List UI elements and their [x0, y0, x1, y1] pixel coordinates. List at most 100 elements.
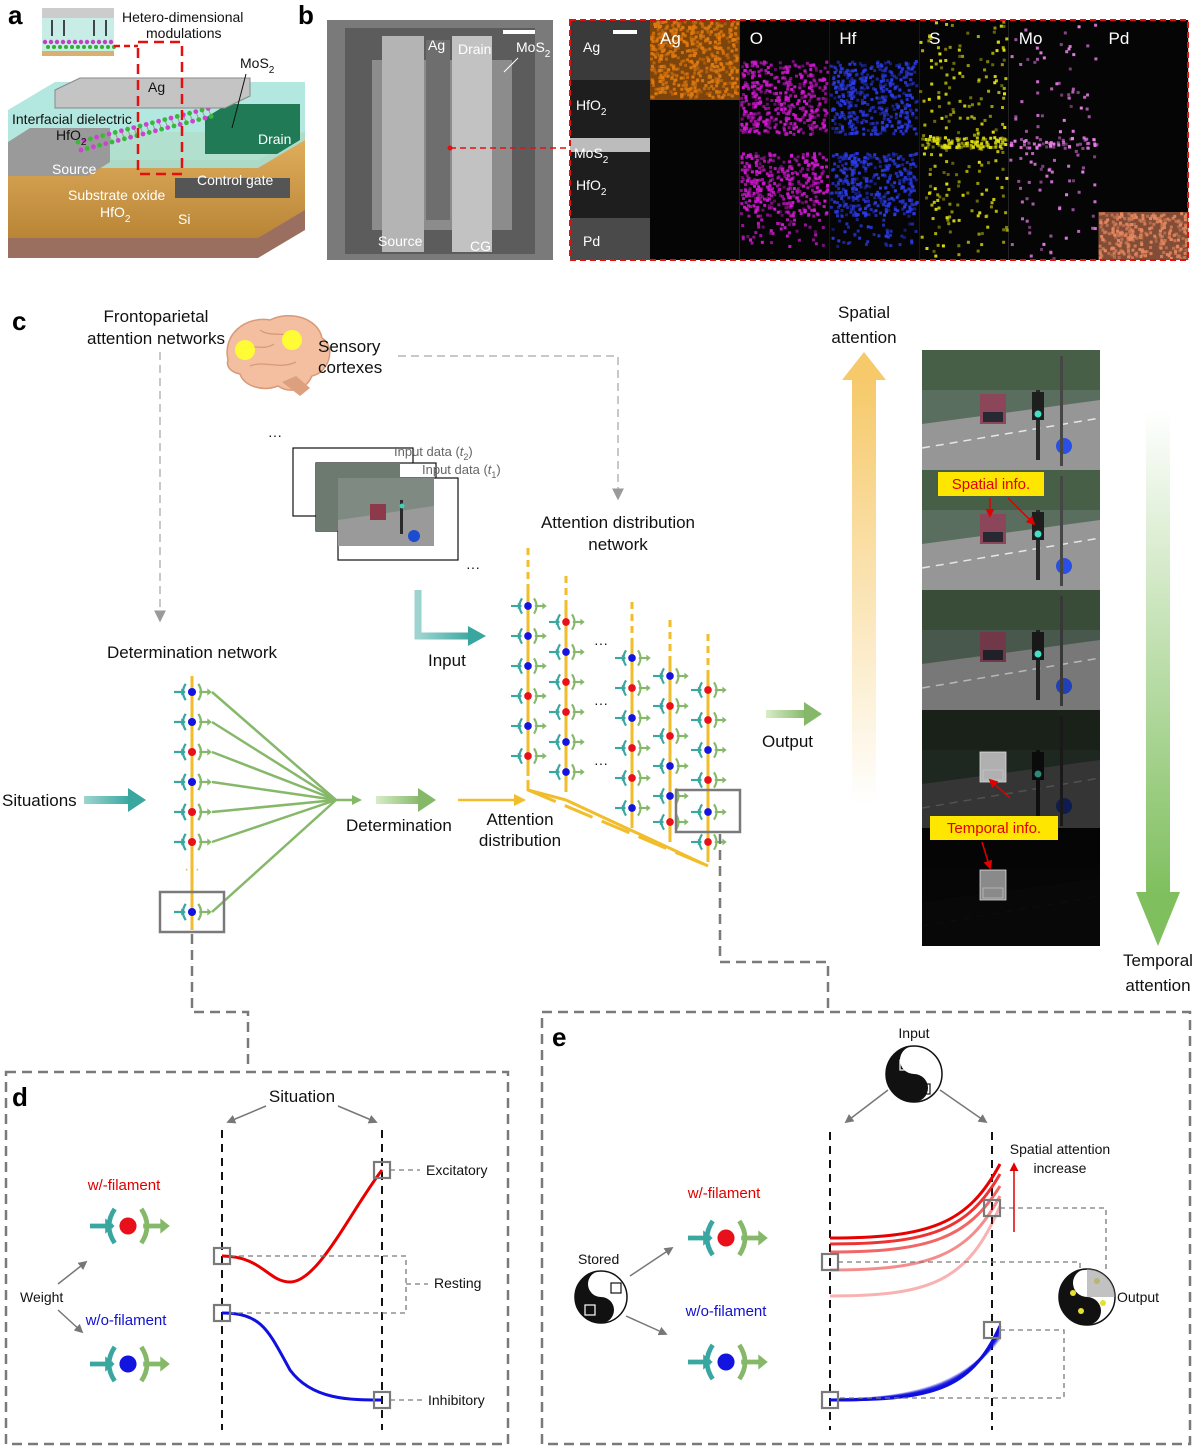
panel-d-frame: [4, 1070, 510, 1446]
attention-synapse: [615, 649, 651, 667]
sem-cg-label: CG: [470, 238, 491, 254]
ellipsis-frames-bottom: ···: [466, 559, 480, 575]
determination-ellipsis: ···: [184, 861, 200, 878]
mos2-label: MoS2: [240, 55, 275, 76]
panel-label-e: e: [552, 1022, 566, 1052]
attention-synapse: [691, 711, 727, 729]
panel-b: b Ag Drain MoS2 Source CG Ag HfO2 MoS2 H…: [298, 0, 1189, 261]
temporal-attention-arrow: [1146, 410, 1170, 896]
eds-label-ag: Ag: [660, 29, 681, 48]
determination-synapse: [174, 773, 212, 791]
attention-synapse: [511, 717, 547, 735]
hetero-label: Hetero-dimensional: [122, 9, 243, 25]
input-label: Input: [428, 651, 466, 670]
sensory-label-2: cortexes: [318, 358, 382, 377]
attention-synapse: [615, 769, 651, 787]
attention-synapse: [511, 627, 547, 645]
attention-synapse: [549, 703, 585, 721]
traffic-frame: [921, 590, 1101, 710]
eds-label-o: O: [750, 29, 763, 48]
sem-cg-strip: [452, 36, 492, 252]
sem-source-strip: [382, 36, 424, 252]
inset-arrows: [51, 20, 107, 36]
spatial-info-label: Spatial info.: [952, 476, 1030, 493]
determination-network-label: Determination network: [107, 643, 278, 662]
eds-label-hf: Hf: [839, 29, 856, 48]
attention-synapse: [615, 679, 651, 697]
attention-distribution-label-1: Attention: [486, 810, 553, 829]
frontoparietal-label-1: Frontoparietal: [104, 307, 209, 326]
connector-to-e: [718, 834, 830, 1010]
tem-eds-frame: [569, 19, 1189, 261]
input-t2-label: Input data (t2): [394, 444, 473, 462]
panel-e: e Input Spatial attention increase Outpu…: [540, 1010, 1192, 1446]
tem-hfo2-top-label: HfO2: [576, 97, 607, 118]
attention-synapse: [511, 657, 547, 675]
drain-electrode: [205, 104, 300, 154]
w-filament-synapse-d: [90, 1207, 170, 1245]
tem-pd-label: Pd: [583, 233, 600, 249]
attention-synapse: [549, 733, 585, 751]
temporal-info-label: Temporal info.: [947, 820, 1041, 837]
control-gate-label: Control gate: [197, 172, 273, 188]
output-yinyang-icon: [1058, 1268, 1116, 1326]
mos2-atoms: [75, 106, 214, 153]
inhibitory-label: Inhibitory: [428, 1392, 485, 1408]
attention-synapse: [615, 799, 651, 817]
w-filament-label-e: w/-filament: [687, 1185, 761, 1202]
interfacial-label: Interfacial dielectric: [12, 111, 132, 127]
substrate-oxide-label: Substrate oxide: [68, 187, 165, 203]
ellipsis-att-2: ···: [594, 695, 608, 711]
attention-synapse: [549, 643, 585, 661]
sem-ag-label: Ag: [428, 37, 445, 53]
panel-d-synapses: [90, 1207, 170, 1383]
wo-filament-label-e: w/o-filament: [685, 1303, 768, 1320]
wo-filament-label-d: w/o-filament: [85, 1312, 168, 1329]
panel-label-a: a: [8, 0, 23, 30]
control-gate: [175, 178, 290, 198]
traffic-image-strip: [921, 350, 1101, 946]
panel-e-synapses: [688, 1219, 768, 1381]
determination-label: Determination: [346, 816, 452, 835]
ag-label: Ag: [148, 79, 165, 95]
attention-synapse: [653, 787, 689, 805]
frontoparietal-label-2: attention networks: [87, 329, 225, 348]
output-arrow: [766, 710, 806, 718]
attention-synapse: [691, 741, 727, 759]
determination-synapse: [174, 713, 212, 731]
panel-c: c Frontoparietal attention networks Sens…: [2, 303, 1193, 1070]
attention-distribution-label-2: distribution: [479, 831, 561, 850]
input-t1-label: Input data (t1): [422, 462, 501, 480]
ellipsis-att-3: ···: [594, 755, 608, 771]
attention-synapse: [653, 667, 689, 685]
attention-highlight-box: [674, 788, 742, 834]
output-label: Output: [762, 732, 813, 751]
sensory-connector: [398, 355, 624, 501]
sem-source-label: Source: [378, 233, 423, 249]
panel-label-b: b: [298, 0, 314, 30]
spatial-increase-label-1: Spatial attention: [1010, 1141, 1110, 1157]
output-label-e: Output: [1117, 1289, 1159, 1305]
tem-hfo2-bot-label: HfO2: [576, 177, 607, 198]
excitatory-label: Excitatory: [426, 1162, 487, 1178]
excitatory-curve: [221, 1169, 384, 1284]
resting-label: Resting: [434, 1275, 481, 1291]
attention-synapse: [615, 709, 651, 727]
spatial-attention-arrow: [852, 378, 876, 806]
panel-d: d Situation Excitatory Resting Inhibitor…: [4, 1070, 510, 1446]
situations-label: Situations: [2, 791, 77, 810]
si-label: Si: [178, 211, 190, 227]
drain-label: Drain: [258, 131, 291, 147]
traffic-frame: [921, 350, 1101, 470]
wo-filament-synapse-e: [688, 1343, 768, 1381]
sensory-label-1: Sensory: [318, 337, 381, 356]
attention-synapse: [511, 597, 547, 615]
attention-synapse: [691, 771, 727, 789]
stored-yinyang-icon: [574, 1270, 628, 1324]
panel-label-c: c: [12, 306, 26, 336]
temporal-info-badge: [930, 816, 1058, 840]
eds-label-pd: Pd: [1109, 29, 1130, 48]
attention-synapse: [653, 757, 689, 775]
attention-synapse: [653, 697, 689, 715]
